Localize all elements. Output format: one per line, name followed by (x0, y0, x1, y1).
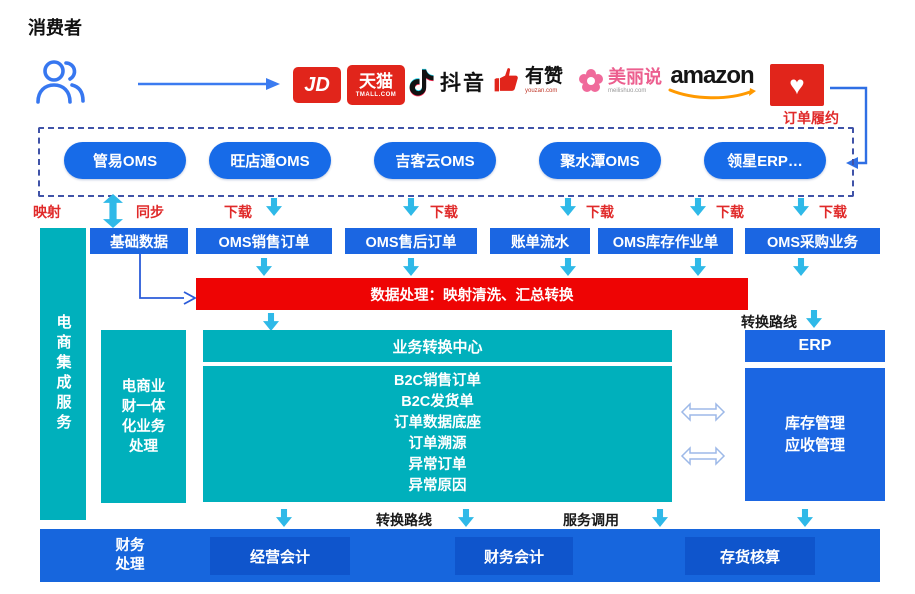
data-box-purchase-business: OMS采购业务 (745, 228, 880, 254)
basic-data-to-process-connector (139, 254, 184, 299)
download-label-3: 下载 (586, 204, 614, 220)
oms-node-wangdiantong: 旺店通OMS (209, 142, 331, 179)
consumer-arrowhead (266, 78, 280, 90)
amazon-logo: amazon (666, 64, 758, 100)
sync-updown-arrow-icon (103, 194, 123, 228)
oms-node-lingxing: 领星ERP… (704, 142, 826, 179)
amazon-smile-icon (668, 88, 756, 100)
thumbs-up-icon (494, 68, 518, 92)
meilishuo-logo: 美丽说 meilishuo.com (578, 68, 662, 94)
flower-icon (579, 69, 603, 92)
finance-processing-label: 财务 处理 (95, 535, 165, 577)
download-label-1: 下载 (224, 204, 252, 220)
jd-logo-text: JD (304, 73, 330, 96)
center-item-4: 订单溯源 (408, 436, 467, 452)
data-box-billing-flow: 账单流水 (490, 228, 590, 254)
download-label-2: 下载 (430, 204, 458, 220)
center-item-6: 异常原因 (408, 478, 467, 494)
douyin-logo-text: 抖音 (440, 72, 486, 95)
oms-node-guanyi: 管易OMS (64, 142, 186, 179)
tmall-logo-subtext: TMALL.COM (355, 91, 397, 98)
tmall-logo: 天猫 TMALL.COM (347, 65, 405, 105)
amazon-logo-text: amazon (670, 62, 754, 89)
youzan-logo-subtext: youzan.com (525, 87, 558, 94)
route-label-bottom: 转换路线 (376, 512, 432, 528)
youzan-logo: 有赞 youzan.com (492, 66, 563, 94)
order-fulfillment-label: 订单履约 (783, 110, 839, 126)
oms-node-jushuitan: 聚水潭OMS (539, 142, 661, 179)
management-accounting-box: 经营会计 (210, 537, 350, 575)
jd-logo: JD (293, 67, 341, 103)
finance-line-1: 财务 (115, 538, 145, 554)
inventory-management-box: 库存管理 应收管理 (745, 368, 885, 501)
oms-node-jikeyun: 吉客云OMS (374, 142, 496, 179)
ebiz-finance-box: 电商业 财一体 化业务 处理 (101, 330, 186, 503)
bidirectional-arrow-icon-2 (680, 446, 726, 466)
center-item-5: 异常订单 (408, 457, 467, 473)
heart-logo: ♥ (770, 64, 824, 106)
download-label-5: 下载 (819, 204, 847, 220)
download-label-4: 下载 (716, 204, 744, 220)
center-item-2: B2C发货单 (401, 394, 474, 410)
ebiz-line-1: 电商业 (121, 378, 166, 395)
erp-box: ERP (745, 330, 885, 362)
conversion-center-body: B2C销售订单 B2C发货单 订单数据底座 订单溯源 异常订单 异常原因 (203, 366, 672, 502)
bidirectional-arrow-icon-1 (680, 402, 726, 422)
data-box-aftersales-orders: OMS售后订单 (345, 228, 477, 254)
center-item-1: B2C销售订单 (393, 373, 481, 389)
heart-logo-glyph: ♥ (789, 70, 805, 100)
finance-line-2: 处理 (115, 557, 145, 573)
consumer-title: 消费者 (28, 18, 82, 38)
ebiz-line-2: 财一体 (121, 398, 166, 415)
meilishuo-logo-text: 美丽说 (608, 67, 662, 87)
douyin-note-icon (409, 68, 434, 97)
data-box-inventory-jobs: OMS库存作业单 (598, 228, 733, 254)
stock-accounting-box: 存货核算 (685, 537, 815, 575)
oms-systems-frame (38, 127, 854, 197)
inventory-line-2: 应收管理 (784, 436, 845, 454)
youzan-logo-text: 有赞 (525, 65, 564, 87)
meilishuo-logo-subtext: meilishuo.com (608, 88, 647, 94)
data-box-sales-orders: OMS销售订单 (196, 228, 332, 254)
data-processing-bar: 数据处理：映射清洗、汇总转换 (196, 278, 748, 310)
consumers-icon (36, 60, 85, 104)
sync-label: 同步 (136, 204, 164, 220)
service-call-label: 服务调用 (563, 512, 619, 528)
conversion-center-header: 业务转换中心 (203, 330, 672, 362)
ebiz-line-4: 处理 (129, 438, 158, 455)
douyin-logo: 抖音 (408, 66, 486, 98)
ebiz-line-3: 化业务 (121, 418, 166, 435)
basic-data-arrowhead (183, 291, 197, 305)
tmall-logo-text: 天猫 (359, 71, 393, 91)
mapping-label: 映射 (33, 204, 61, 220)
inventory-line-1: 库存管理 (784, 414, 845, 432)
center-item-3: 订单数据底座 (394, 415, 481, 431)
data-box-basic-data: 基础数据 (90, 228, 188, 254)
route-label-top: 转换路线 (741, 314, 797, 330)
fulfillment-connector (830, 86, 868, 165)
financial-accounting-box: 财务会计 (455, 537, 573, 575)
ecommerce-integration-service-bar: 电商集成服务 (40, 228, 86, 520)
